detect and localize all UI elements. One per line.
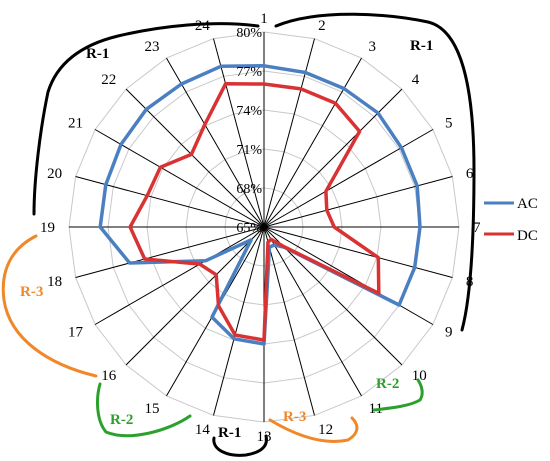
- radial-tick-65%: 65%: [236, 221, 262, 236]
- region-label-r1-top-left: R-1: [86, 46, 109, 62]
- spoke-17: [94, 226, 265, 325]
- spoke-5: [263, 129, 434, 228]
- category-label-19: 19: [40, 220, 55, 236]
- radial-tick-80%: 80%: [236, 26, 262, 41]
- category-label-16: 16: [101, 368, 117, 384]
- region-label-r1-bottom: R-1: [218, 425, 241, 441]
- legend: AC DC: [484, 196, 538, 244]
- category-label-22: 22: [101, 72, 116, 88]
- category-label-20: 20: [47, 166, 62, 182]
- spoke-24: [213, 38, 265, 228]
- spoke-6: [263, 176, 453, 228]
- category-label-24: 24: [195, 18, 211, 34]
- spoke-12: [263, 226, 315, 416]
- bracket-r1-bottom: [212, 434, 268, 457]
- axis-spokes: [69, 32, 459, 422]
- spoke-2: [263, 38, 315, 228]
- radial-tick-77%: 77%: [236, 65, 262, 80]
- bracket-r2-bottom-left: [96, 382, 192, 438]
- category-label-2: 2: [318, 18, 326, 34]
- category-label-9: 9: [445, 325, 453, 341]
- spoke-18: [75, 226, 265, 278]
- region-labels: R-1 R-1 R-3 R-2 R-1 R-3 R-2: [20, 38, 433, 441]
- spoke-22: [125, 88, 265, 228]
- category-label-15: 15: [145, 401, 160, 417]
- category-label-1: 1: [260, 11, 268, 27]
- category-label-5: 5: [445, 116, 453, 132]
- category-label-14: 14: [195, 422, 211, 438]
- radial-tick-68%: 68%: [236, 182, 262, 197]
- category-label-21: 21: [68, 116, 83, 132]
- region-label-r2-right: R-2: [376, 376, 399, 392]
- region-label-r3-bottom-right: R-3: [283, 409, 306, 425]
- bracket-r3-left: [1, 234, 98, 378]
- series-layer: [98, 64, 422, 346]
- spoke-11: [263, 226, 362, 397]
- category-label-3: 3: [369, 39, 377, 55]
- spoke-9: [263, 226, 434, 325]
- series-ac-line: [98, 64, 422, 346]
- spoke-23: [166, 57, 265, 228]
- category-label-17: 17: [68, 325, 84, 341]
- spoke-21: [94, 129, 265, 228]
- category-label-18: 18: [47, 274, 62, 290]
- spoke-14: [213, 226, 265, 416]
- spoke-8: [263, 226, 453, 278]
- bracket-r1-top-left: [32, 22, 260, 216]
- category-label-10: 10: [412, 368, 427, 384]
- category-label-4: 4: [412, 72, 420, 88]
- spoke-3: [263, 57, 362, 228]
- category-label-7: 7: [473, 220, 481, 236]
- region-label-r2-bottom-left: R-2: [110, 412, 133, 428]
- region-brackets: [1, 12, 476, 457]
- category-label-23: 23: [145, 39, 160, 55]
- legend-label-ac: AC: [517, 196, 538, 212]
- category-label-12: 12: [318, 422, 333, 438]
- region-label-r3-left: R-3: [20, 284, 43, 300]
- spoke-16: [125, 226, 265, 366]
- bracket-r3-bottom-right: [268, 416, 359, 443]
- legend-label-dc: DC: [517, 228, 538, 244]
- category-label-13: 13: [257, 429, 272, 445]
- bracket-r2-right: [372, 378, 424, 412]
- region-label-r1-top-right: R-1: [410, 38, 433, 54]
- radial-tick-74%: 74%: [236, 104, 262, 119]
- radial-tick-71%: 71%: [236, 143, 262, 158]
- radial-tick-labels: 65% 68% 71% 74% 77% 80%: [236, 26, 262, 236]
- series-dc-line: [128, 82, 381, 342]
- bracket-r1-top-right: [274, 12, 476, 332]
- spoke-4: [263, 88, 403, 228]
- category-label-6: 6: [466, 166, 474, 182]
